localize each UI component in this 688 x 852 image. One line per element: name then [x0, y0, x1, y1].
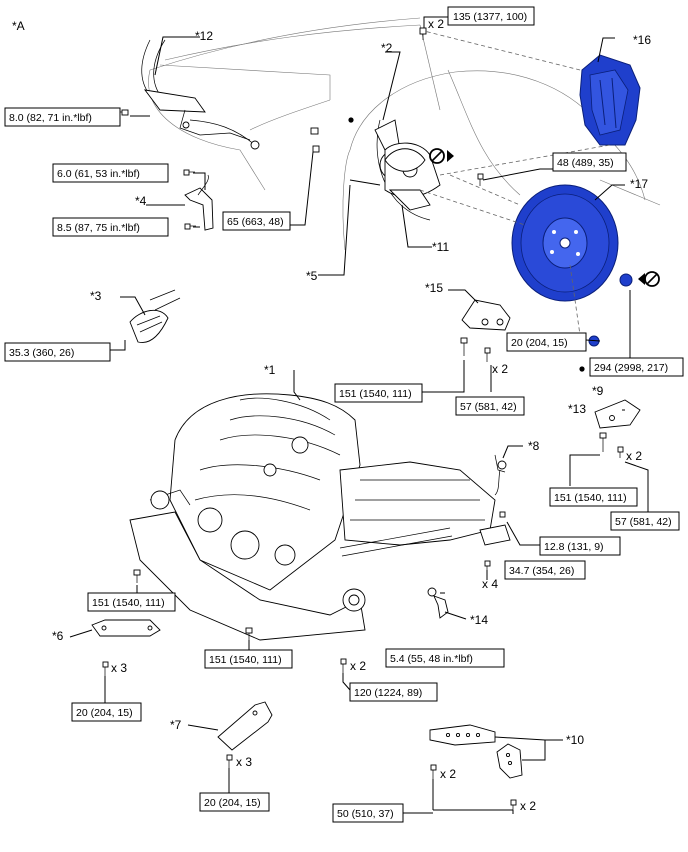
qty-15: x 2: [492, 362, 508, 376]
fender-outline: [148, 17, 661, 251]
callout-1: *1: [264, 363, 276, 377]
torque-box: 5.4 (55, 48 in.*lbf): [385, 648, 505, 668]
qty-10b: x 2: [520, 799, 536, 813]
harness-bracket-12: [141, 39, 260, 150]
torque-box: 20 (204, 15): [199, 792, 270, 812]
torque-box: 12.8 (131, 9): [539, 536, 621, 556]
torque-294: 294 (2998, 217): [594, 362, 668, 374]
torque-151-c: 151 (1540, 111): [92, 597, 165, 609]
bracket-13: [594, 399, 641, 429]
callout-labels: *12 *2 *16 *17 *4 *11 *5 *3 *15 *1 *9 *1…: [52, 29, 651, 747]
torque-box: 50 (510, 37): [332, 803, 404, 823]
torque-box: 151 (1540, 111): [204, 649, 293, 669]
precoated-part-dot: [348, 117, 354, 123]
qty-34-7: x 4: [482, 577, 498, 591]
boot-3: [129, 289, 181, 343]
torque-8-5: 8.5 (87, 75 in.*lbf): [57, 222, 140, 234]
torque-box: 294 (2998, 217): [589, 357, 684, 377]
do-not-reuse-icon: [638, 271, 660, 287]
qty-120: x 2: [350, 659, 366, 673]
torque-box: 34.7 (354, 26): [504, 560, 586, 580]
callout-13: *13: [568, 402, 586, 416]
torque-box: 8.0 (82, 71 in.*lbf): [4, 107, 121, 127]
torque-box: 57 (581, 42): [610, 511, 680, 531]
callout-4: *4: [135, 194, 147, 208]
torque-48: 48 (489, 35): [557, 157, 614, 169]
callout-17: *17: [630, 177, 648, 191]
torque-box: 151 (1540, 111): [87, 592, 176, 612]
callout-10: *10: [566, 733, 584, 747]
qty-10a: x 2: [440, 767, 456, 781]
axle-nut-blue: [619, 273, 633, 287]
callout-6: *6: [52, 629, 64, 643]
torque-box: 65 (663, 48): [222, 211, 291, 231]
alignment-lines: [419, 29, 611, 336]
torque-12-8: 12.8 (131, 9): [544, 541, 604, 553]
bracket-7: [217, 701, 273, 751]
torque-151-a: 151 (1540, 111): [339, 388, 412, 400]
qty-6: x 3: [111, 661, 127, 675]
steering-knuckle-11: [349, 119, 441, 221]
brake-caliper-16: [579, 54, 641, 146]
sensor-8: [494, 454, 507, 496]
callout-5: *5: [306, 269, 318, 283]
brake-disc-17: [511, 184, 619, 302]
qty-7: x 3: [236, 755, 252, 769]
bracket-4: [184, 174, 214, 231]
torque-20-top: 20 (204, 15): [511, 337, 568, 349]
torque-20-c: 20 (204, 15): [204, 797, 261, 809]
callout-14: *14: [470, 613, 488, 627]
leader-lines: [69, 16, 649, 814]
torque-box: 151 (1540, 111): [549, 487, 638, 507]
drive-shaft-boot: [384, 148, 426, 172]
qty-135: x 2: [428, 17, 444, 31]
torque-8-0: 8.0 (82, 71 in.*lbf): [9, 112, 92, 124]
figure-label: *A: [12, 19, 25, 33]
do-not-reuse-icon: [429, 148, 454, 164]
torque-151-d: 151 (1540, 111): [209, 654, 282, 666]
torque-57-b: 57 (581, 42): [615, 516, 672, 528]
torque-box: 35.3 (360, 26): [4, 342, 111, 362]
torque-135: 135 (1377, 100): [453, 11, 527, 23]
callout-16: *16: [633, 33, 651, 47]
torque-6-0: 6.0 (61, 53 in.*lbf): [57, 168, 140, 180]
torque-151-b: 151 (1540, 111): [554, 492, 627, 504]
bracket-10: [429, 724, 523, 779]
torque-65: 65 (663, 48): [227, 216, 284, 228]
torque-box: 20 (204, 15): [71, 702, 142, 722]
torque-box: 6.0 (61, 53 in.*lbf): [52, 163, 169, 183]
torque-box: 120 (1224, 89): [349, 682, 438, 702]
torque-34-7: 34.7 (354, 26): [509, 565, 574, 577]
torque-box: 151 (1540, 111): [334, 383, 423, 403]
torque-50: 50 (510, 37): [337, 808, 394, 820]
torque-5-4: 5.4 (55, 48 in.*lbf): [390, 653, 473, 665]
torque-35-3: 35.3 (360, 26): [9, 347, 74, 359]
plate-6: [91, 619, 161, 637]
torque-box: 57 (581, 42): [455, 396, 525, 416]
callout-2: *2: [381, 41, 393, 55]
callout-8: *8: [528, 439, 540, 453]
engine-assembly-1: [129, 393, 511, 641]
qty-13: x 2: [626, 449, 642, 463]
torque-box: 20 (204, 15): [506, 332, 587, 352]
quantity-labels: x 2 x 2 x 2 x 4 x 3 x 2 x 3 x 2 x 2: [111, 17, 642, 813]
precoated-part-dot: [579, 366, 585, 372]
torque-20-b: 20 (204, 15): [76, 707, 133, 719]
torque-57-a: 57 (581, 42): [460, 401, 517, 413]
callout-11: *11: [432, 240, 449, 254]
torque-box: 48 (489, 35): [552, 152, 627, 172]
callout-7: *7: [170, 718, 182, 732]
torque-box: 135 (1377, 100): [447, 6, 535, 26]
torque-120: 120 (1224, 89): [354, 687, 422, 699]
callout-12: *12: [195, 29, 213, 43]
callout-3: *3: [90, 289, 102, 303]
bracket-14: [427, 587, 449, 619]
bracket-15: [461, 299, 511, 331]
callout-9: *9: [592, 384, 604, 398]
torque-box: 8.5 (87, 75 in.*lbf): [52, 217, 169, 237]
callout-15: *15: [425, 281, 443, 295]
